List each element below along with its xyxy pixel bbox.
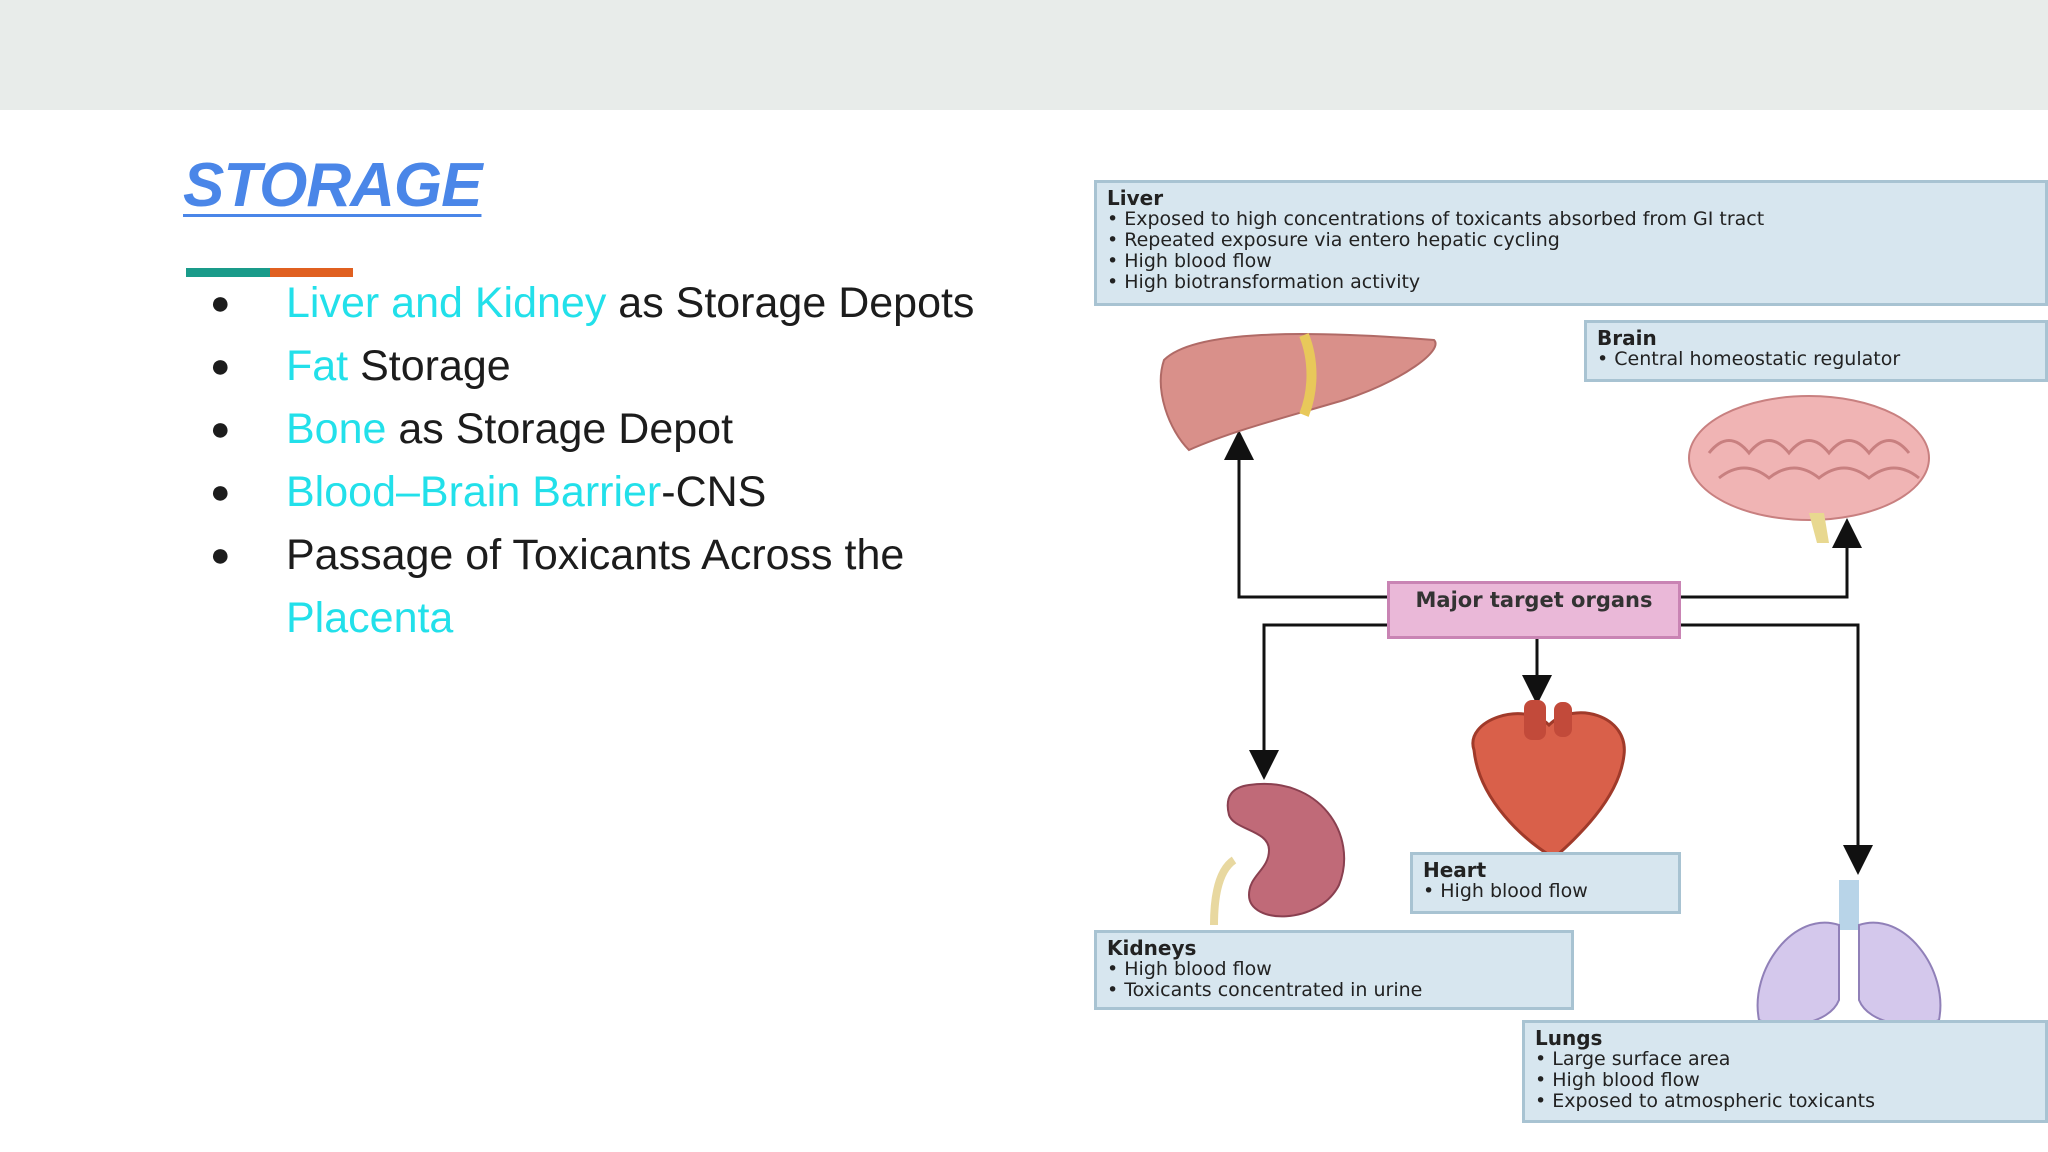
bullet-dot: ● bbox=[210, 536, 231, 574]
liver-item: • Exposed to high concentrations of toxi… bbox=[1107, 208, 1765, 230]
slide-title: STORAGE bbox=[183, 151, 482, 220]
top-banner bbox=[0, 0, 2048, 110]
diagram-connectors bbox=[1224, 430, 1873, 875]
bullet-item: ● Passage of Toxicants Across the Placent… bbox=[210, 524, 980, 650]
accent-bar-teal bbox=[186, 268, 270, 277]
major-target-organs-hub: Major target organs bbox=[1387, 581, 1681, 639]
arrow-to-lungs bbox=[1681, 623, 1873, 875]
kidneys-item: • High blood flow bbox=[1107, 958, 1272, 980]
lungs-item: • High blood flow bbox=[1535, 1069, 1700, 1091]
bullet-dot: ● bbox=[210, 284, 231, 322]
liver-icon bbox=[1159, 333, 1437, 452]
lungs-icon bbox=[1756, 880, 1942, 1026]
lungs-item: • Large surface area bbox=[1535, 1048, 1731, 1070]
bullet-text: -CNS bbox=[661, 468, 767, 516]
kidneys-item: • Toxicants concentrated in urine bbox=[1107, 979, 1423, 1001]
brain-box-title: Brain bbox=[1597, 326, 1657, 350]
bullet-text: as Storage Depots bbox=[606, 279, 975, 327]
liver-item: • High biotransformation activity bbox=[1107, 271, 1421, 293]
bullet-item: ● Bone as Storage Depot bbox=[210, 398, 980, 461]
highlighted-term: Placenta bbox=[286, 594, 454, 642]
arrow-to-liver bbox=[1224, 430, 1387, 599]
liver-item: • High blood flow bbox=[1107, 250, 1272, 272]
bullet-text: Passage of Toxicants Across the bbox=[286, 531, 905, 579]
bullet-text: as Storage Depot bbox=[386, 405, 734, 453]
brain-info-box: Brain • Central homeostatic regulator bbox=[1584, 320, 2048, 382]
arrow-to-kidneys bbox=[1249, 623, 1387, 780]
liver-info-box: Liver • Exposed to high concentrations o… bbox=[1094, 180, 2048, 306]
lungs-info-box: Lungs • Large surface area • High blood … bbox=[1522, 1020, 2048, 1123]
highlighted-term: Liver and Kidney bbox=[286, 279, 607, 327]
target-organs-diagram: Liver • Exposed to high concentrations o… bbox=[1094, 125, 2048, 1152]
heart-info-box: Heart • High blood flow bbox=[1410, 852, 1681, 914]
heart-box-title: Heart bbox=[1423, 858, 1487, 882]
accent-bar-orange bbox=[270, 268, 353, 277]
brain-icon bbox=[1688, 395, 1930, 543]
bullet-dot: ● bbox=[210, 473, 231, 511]
heart-item: • High blood flow bbox=[1423, 880, 1588, 902]
brain-item: • Central homeostatic regulator bbox=[1597, 348, 1901, 370]
kidney-icon bbox=[1210, 782, 1346, 926]
liver-item: • Repeated exposure via entero hepatic c… bbox=[1107, 229, 1560, 251]
bullet-item: ● Liver and Kidney as Storage Depots bbox=[210, 272, 980, 335]
bullet-item: ● Fat Storage bbox=[210, 335, 980, 398]
bullet-item: ● Blood–Brain Barrier-CNS bbox=[210, 461, 980, 524]
bullet-list: ●Liver and Kidney as Storage Depots●Fat … bbox=[210, 272, 980, 650]
bullet-dot: ● bbox=[210, 410, 231, 448]
kidneys-info-box: Kidneys • High blood flow • Toxicants co… bbox=[1094, 930, 1574, 1010]
lungs-box-title: Lungs bbox=[1535, 1026, 1603, 1050]
liver-box-title: Liver bbox=[1107, 186, 1164, 210]
arrow-to-brain bbox=[1681, 518, 1862, 599]
highlighted-term: Blood–Brain Barrier bbox=[286, 468, 662, 516]
highlighted-term: Bone bbox=[286, 405, 387, 453]
bullet-text: Storage bbox=[360, 342, 511, 390]
heart-icon bbox=[1471, 700, 1626, 860]
lungs-item: • Exposed to atmospheric toxicants bbox=[1535, 1090, 1875, 1112]
highlighted-term: Fat bbox=[286, 342, 361, 390]
bullet-dot: ● bbox=[210, 347, 231, 385]
kidneys-box-title: Kidneys bbox=[1107, 936, 1197, 960]
